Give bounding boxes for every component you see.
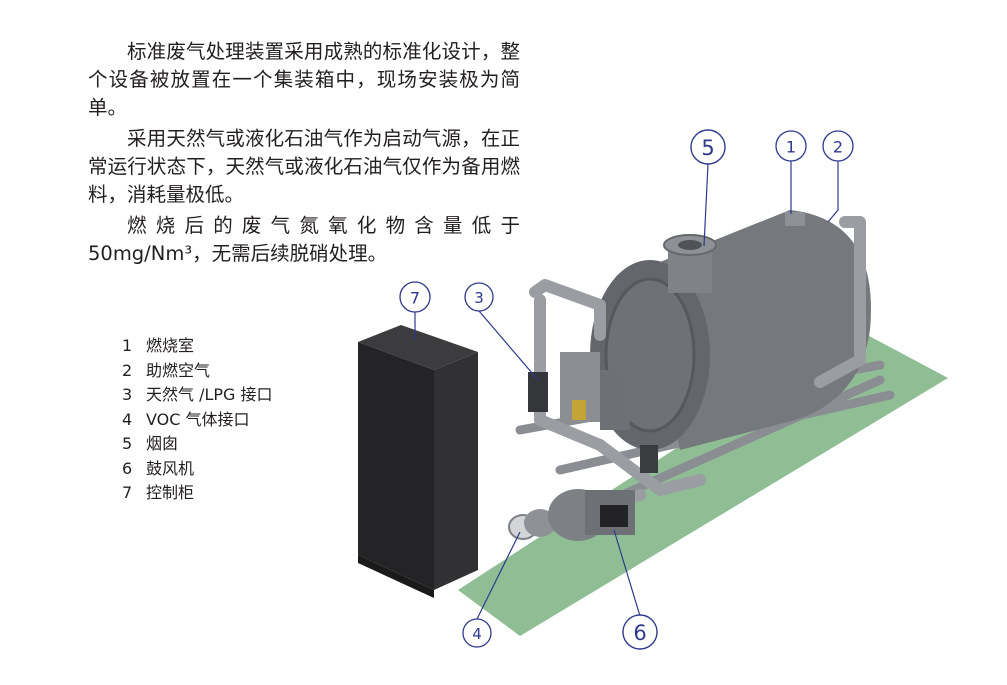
blower xyxy=(548,489,635,541)
callout-5-label: 5 xyxy=(701,136,714,160)
callout-4: 4 xyxy=(462,618,492,648)
legend-label: 烟囱 xyxy=(146,434,179,453)
legend-item: 2 助燃空气 xyxy=(122,359,273,384)
callout-2: 2 xyxy=(822,130,854,162)
callout-6-label: 6 xyxy=(633,621,646,645)
gas-valve-train xyxy=(528,352,658,473)
legend-item: 1 燃烧室 xyxy=(122,334,273,359)
legend-item: 4 VOC 气体接口 xyxy=(122,408,273,433)
legend-item: 5 烟囱 xyxy=(122,432,273,457)
intro-paragraph-3: 燃烧后的废气氮氧化物含量低于50mg/Nm³，无需后续脱硝处理。 xyxy=(88,214,520,265)
control-cabinet xyxy=(358,325,478,598)
legend-label: VOC 气体接口 xyxy=(146,409,250,429)
legend-label: 助燃空气 xyxy=(146,360,211,380)
callout-7: 7 xyxy=(399,281,431,313)
callout-1-label: 1 xyxy=(786,138,796,157)
legend-number: 3 xyxy=(122,385,133,404)
callout-5: 5 xyxy=(690,129,726,165)
legend-number: 2 xyxy=(122,360,133,380)
callout-3-label: 3 xyxy=(474,289,484,307)
legend-number: 4 xyxy=(122,409,133,429)
legend-label: 控制柜 xyxy=(146,483,195,502)
callout-4-label: 4 xyxy=(472,625,482,643)
callout-6: 6 xyxy=(622,614,658,650)
legend-number: 5 xyxy=(122,434,133,453)
legend-label: 鼓风机 xyxy=(146,458,195,478)
intro-text: 标准废气处理装置采用成熟的标准化设计，整个设备被放置在一个集装箱中，现场安装极为… xyxy=(88,38,520,271)
callout-leaders xyxy=(414,161,839,620)
legend-number: 6 xyxy=(122,458,133,478)
legend-number: 1 xyxy=(122,336,133,355)
intro-paragraph-2: 采用天然气或液化石油气作为启动气源，在正常运行状态下，天然气或液化石油气仅作为备… xyxy=(88,127,520,206)
legend-item: 3 天然气 /LPG 接口 xyxy=(122,383,273,408)
legend-label: 天然气 /LPG 接口 xyxy=(146,385,273,404)
callout-2-label: 2 xyxy=(833,138,843,157)
legend-label: 燃烧室 xyxy=(146,336,195,355)
voc-inlet-flange xyxy=(508,509,556,540)
legend-item: 6 鼓风机 xyxy=(122,457,273,482)
stack-flange xyxy=(663,234,717,293)
callout-7-label: 7 xyxy=(410,289,420,308)
legend-number: 7 xyxy=(122,483,133,502)
callout-3: 3 xyxy=(464,282,494,312)
intro-paragraph-1: 标准废气处理装置采用成熟的标准化设计，整个设备被放置在一个集装箱中，现场安装极为… xyxy=(88,40,520,119)
legend-item: 7 控制柜 xyxy=(122,481,273,506)
callout-1: 1 xyxy=(775,130,807,162)
